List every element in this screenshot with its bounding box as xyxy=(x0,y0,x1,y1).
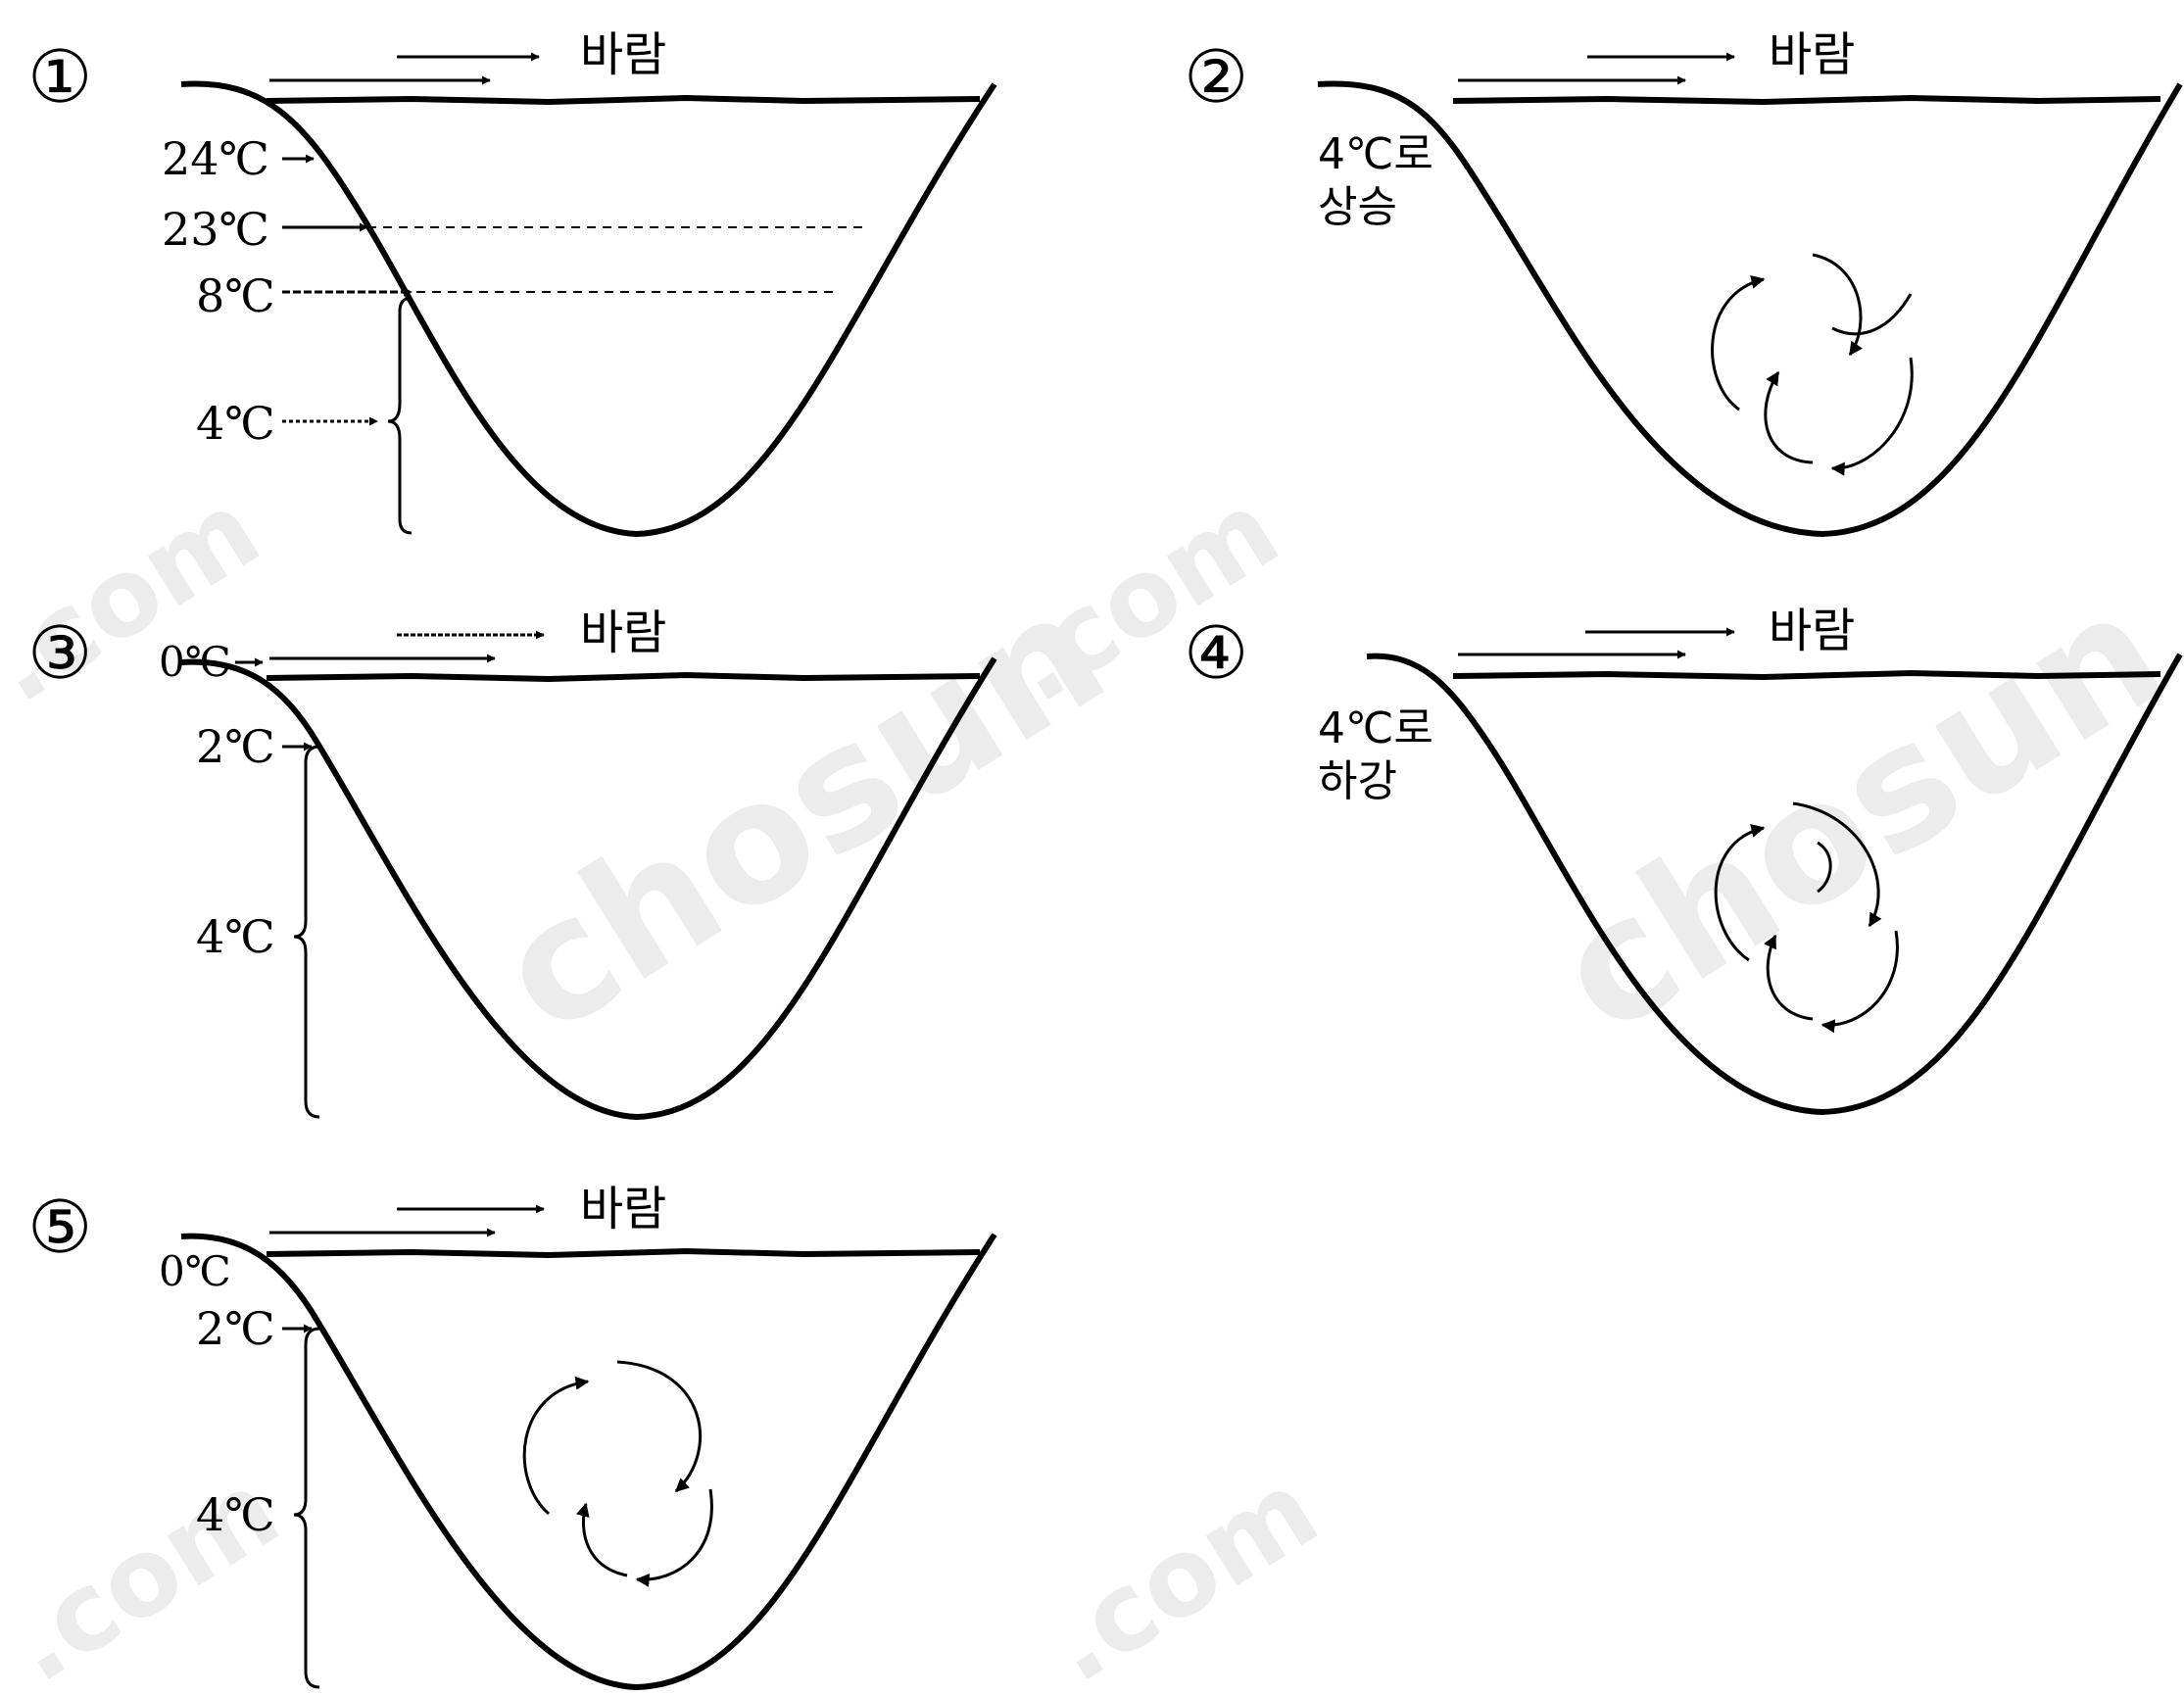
water-surface xyxy=(1452,669,2161,681)
water-surface xyxy=(1452,94,2161,106)
circulation-swirl xyxy=(1714,801,1899,1034)
lake-basin xyxy=(1366,653,2183,1116)
watermark: .com xyxy=(986,466,1299,727)
lake-basin xyxy=(180,656,997,1121)
wind-label: 바람 xyxy=(580,1182,666,1236)
temp-label-8: 8℃ xyxy=(196,269,275,322)
wind-label: 바람 xyxy=(580,606,666,660)
water-surface xyxy=(266,94,981,106)
temp-label-4: 4℃ xyxy=(196,397,275,450)
temp-label-24: 24℃ xyxy=(162,132,269,185)
temp-label-0: 0℃ xyxy=(159,638,231,686)
temp-label-2: 2℃ xyxy=(196,720,275,773)
side-note: 4℃로 xyxy=(1318,703,1433,753)
panel-2: ② 바람 4℃로 상승 xyxy=(1184,27,2183,538)
panel-number: ③ xyxy=(27,611,92,696)
temp-label-23: 23℃ xyxy=(162,203,269,256)
panel-3: ③ 바람 0℃ 2℃ 4℃ xyxy=(27,606,997,1121)
circulation-swirl xyxy=(522,1360,713,1587)
temp-label-4: 4℃ xyxy=(196,1488,275,1541)
lake-basin xyxy=(180,1233,997,1691)
watermark: .com xyxy=(1025,1446,1338,1696)
side-note: 4℃로 xyxy=(1318,129,1433,179)
panel-number: ① xyxy=(27,35,92,120)
watermark: .com xyxy=(0,1446,300,1696)
water-surface xyxy=(266,1247,981,1259)
wind-label: 바람 xyxy=(1769,27,1855,82)
temp-label-0: 0℃ xyxy=(159,1247,231,1295)
depth-brace xyxy=(387,296,413,535)
side-note: 하강 xyxy=(1318,756,1397,806)
wind-label: 바람 xyxy=(1769,604,1855,658)
watermarks: chosun chosun .com .com .com .com xyxy=(0,466,2184,1696)
lake-basin xyxy=(1317,80,2183,538)
depth-brace xyxy=(293,1327,320,1689)
lake-basin xyxy=(180,80,997,538)
panel-number: ⑤ xyxy=(27,1186,92,1270)
panel-1: ① 바람 24℃ 23℃ 8℃ 4℃ xyxy=(27,27,997,538)
circulation-swirl xyxy=(1711,253,1914,476)
panel-5: ⑤ 바람 0℃ 2℃ 4℃ xyxy=(27,1182,997,1691)
panel-number: ② xyxy=(1184,35,1248,120)
temp-label-4: 4℃ xyxy=(196,910,275,963)
panel-number: ④ xyxy=(1184,611,1248,696)
wind-label: 바람 xyxy=(580,27,666,82)
panel-4: ④ 바람 4℃로 하강 xyxy=(1184,604,2183,1116)
side-note: 상승 xyxy=(1318,182,1397,232)
temp-label-2: 2℃ xyxy=(196,1302,275,1355)
water-surface xyxy=(266,671,981,683)
depth-brace xyxy=(293,745,320,1119)
